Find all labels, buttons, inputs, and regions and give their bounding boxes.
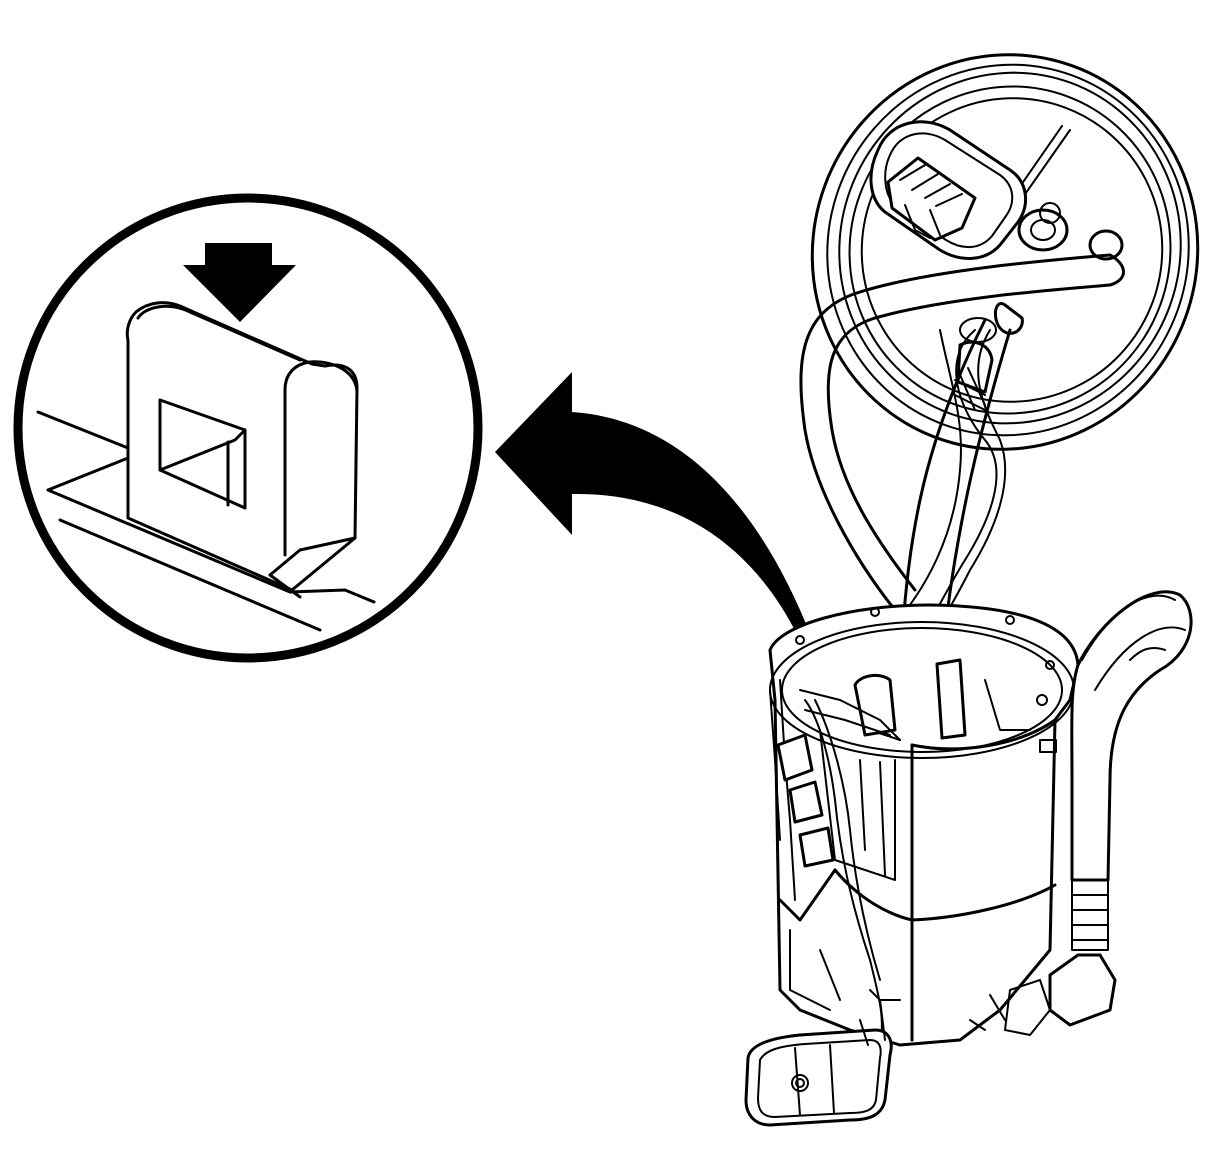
side-wiring	[769, 679, 901, 1046]
down-arrow-icon	[183, 243, 296, 322]
flange-cover	[810, 53, 1200, 451]
outlet-fitting	[993, 202, 1124, 335]
fuel-line	[799, 253, 1125, 612]
detail-view	[13, 193, 483, 663]
reservoir-housing	[768, 603, 1080, 1047]
electrical-connector	[886, 156, 977, 242]
retaining-tab	[36, 301, 376, 632]
fuel-pump-assembly	[744, 53, 1200, 1127]
hose	[1004, 590, 1193, 1036]
curved-arrow-icon	[495, 372, 820, 668]
fuel-level-sender	[744, 999, 893, 1127]
